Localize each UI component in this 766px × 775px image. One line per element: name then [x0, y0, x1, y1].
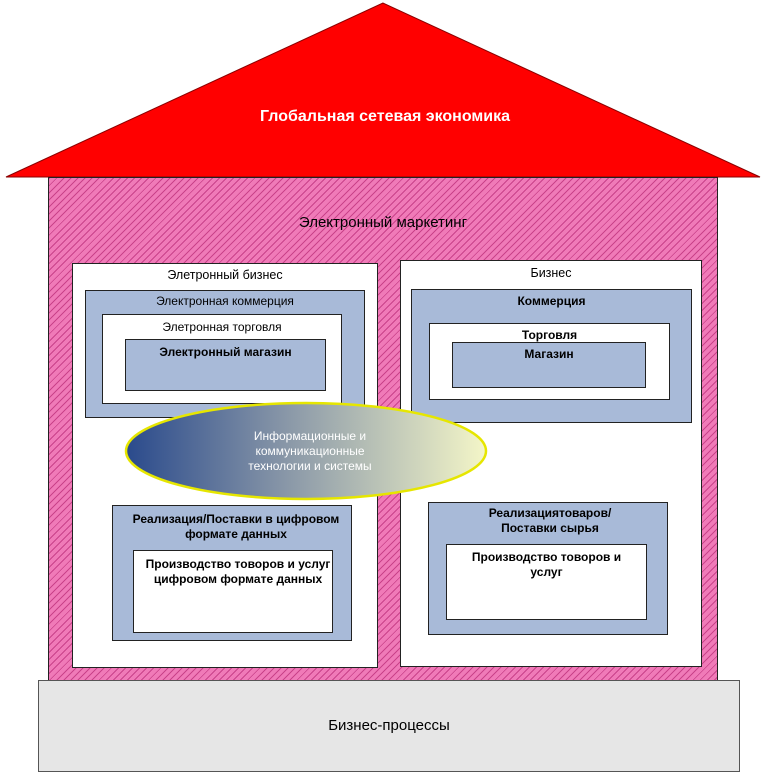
- commerce-label: Коммерция: [517, 294, 586, 308]
- ict-ellipse: [124, 401, 488, 501]
- shop-label: Магазин: [524, 347, 574, 361]
- foundation: [38, 680, 740, 772]
- trade-label: Торговля: [521, 328, 578, 342]
- business-title: Бизнес: [530, 266, 572, 280]
- marketing-label: Электронный маркетинг: [298, 214, 468, 231]
- e-production-label: Производство товоров и услуг цифровом фо…: [145, 557, 331, 586]
- e-shop-box: [125, 339, 326, 391]
- foundation-label: Бизнес-процессы: [328, 717, 450, 734]
- roof-title: Глобальная сетевая экономика: [260, 108, 510, 125]
- ict-label: Информационные и коммуникационные технол…: [248, 429, 372, 473]
- e-delivery-label: Реализация/Поставки в цифровом формате д…: [132, 512, 340, 541]
- shop-box: [452, 342, 646, 388]
- e-commerce-label: Электронная коммерция: [156, 294, 294, 308]
- e-business-title: Элетронный бизнес: [167, 268, 283, 282]
- e-production-box: [133, 550, 333, 633]
- delivery-label: Реализациятоваров/ Поставки сырья: [488, 506, 612, 535]
- production-box: [446, 544, 647, 620]
- e-trade-label: Элетронная торговля: [162, 320, 282, 334]
- e-shop-label: Электронный магазин: [159, 345, 292, 359]
- roof: [5, 2, 761, 178]
- production-label: Производство товоров и услуг: [471, 550, 622, 579]
